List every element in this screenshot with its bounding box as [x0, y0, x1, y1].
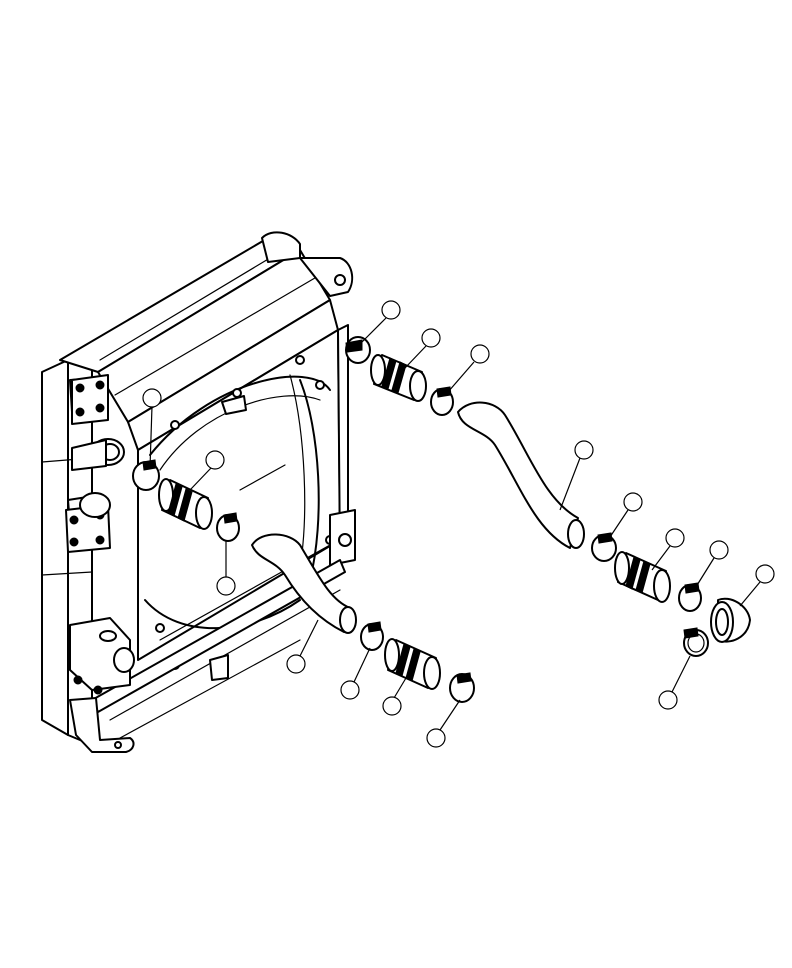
radiator-assembly — [41, 231, 356, 753]
coupler-sleeve — [384, 638, 441, 690]
callout-bubble — [709, 540, 729, 560]
callout-bubble — [286, 654, 306, 674]
callout-bubble — [574, 440, 594, 460]
callout-bubble — [470, 344, 490, 364]
callout-bubble — [205, 450, 225, 470]
callout-bubble — [381, 300, 401, 320]
callout-bubble — [216, 576, 236, 596]
right-hose-chain — [345, 336, 751, 657]
coupler-sleeve — [614, 551, 671, 603]
callout-bubble — [658, 690, 678, 710]
callout-bubble — [665, 528, 685, 548]
callout-bubble — [340, 680, 360, 700]
callout-bubble — [382, 696, 402, 716]
callout-bubble — [426, 728, 446, 748]
callout-bubble — [421, 328, 441, 348]
coupler-sleeve — [158, 478, 213, 530]
elbow-reducer — [710, 597, 751, 643]
left-hose-chain — [132, 459, 475, 703]
callout-bubble — [142, 388, 162, 408]
coupler-sleeve — [370, 354, 427, 402]
callout-bubble — [623, 492, 643, 512]
callout-bubble — [755, 564, 775, 584]
bent-hose — [457, 401, 579, 549]
callout-group — [142, 300, 775, 748]
